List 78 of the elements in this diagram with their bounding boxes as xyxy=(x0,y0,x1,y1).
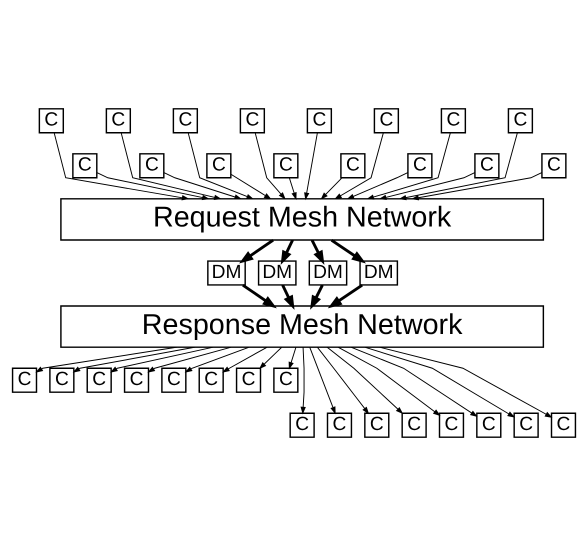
node-box: Request Mesh Network xyxy=(60,198,544,240)
arrow xyxy=(230,173,272,199)
arrow xyxy=(309,346,336,414)
arrow xyxy=(288,346,296,370)
arrow xyxy=(288,176,297,200)
node-box: C xyxy=(474,152,500,178)
arrow xyxy=(326,346,404,414)
arrow xyxy=(379,346,552,418)
arrow xyxy=(120,132,222,200)
arrow xyxy=(346,172,408,199)
arrow xyxy=(147,346,232,372)
node-box: C xyxy=(340,152,366,178)
node-box: C xyxy=(273,367,299,392)
node-box: C xyxy=(306,108,332,133)
node-box: DM xyxy=(359,260,398,286)
node-box: C xyxy=(440,108,466,133)
node-box: C xyxy=(407,152,433,178)
arrow xyxy=(54,132,190,200)
node-box: C xyxy=(38,108,64,133)
arrow xyxy=(366,132,451,200)
arrow xyxy=(96,172,210,200)
arrow xyxy=(300,346,306,414)
arrow xyxy=(280,239,294,264)
arrow xyxy=(281,284,295,310)
arrow xyxy=(304,132,318,200)
arrow xyxy=(239,238,274,263)
node-box: C xyxy=(374,108,400,133)
node-box: C xyxy=(139,152,165,178)
arrow xyxy=(184,346,250,372)
arrow xyxy=(242,284,277,308)
arrow xyxy=(110,346,214,372)
arrow xyxy=(320,176,342,200)
node-box: C xyxy=(476,412,502,438)
node-box: C xyxy=(236,367,262,392)
arrow xyxy=(35,346,178,372)
arrow xyxy=(378,172,476,200)
arrow xyxy=(222,346,268,372)
arrow xyxy=(398,132,518,200)
arrow xyxy=(72,346,196,372)
arrow xyxy=(258,346,282,369)
node-box: C xyxy=(513,412,539,438)
arrow xyxy=(328,283,363,308)
node-box: DM xyxy=(258,260,297,286)
node-box: C xyxy=(12,367,38,392)
node-box: C xyxy=(124,367,150,392)
node-box: C xyxy=(273,152,299,178)
arrow xyxy=(350,346,478,417)
arrow xyxy=(334,132,384,200)
node-box: C xyxy=(72,152,98,178)
node-box: C xyxy=(86,367,112,392)
node-box: C xyxy=(289,412,315,438)
arrow xyxy=(188,132,254,199)
node-box: C xyxy=(106,108,132,133)
node-box: C xyxy=(550,412,576,438)
node-box: C xyxy=(401,412,427,438)
arrow xyxy=(254,132,286,200)
node-box: C xyxy=(49,367,75,392)
arrow xyxy=(338,346,441,416)
arrow xyxy=(411,172,542,200)
node-box: DM xyxy=(207,260,246,286)
node-box: Response Mesh Network xyxy=(60,304,544,348)
node-box: C xyxy=(161,367,187,392)
node-box: C xyxy=(364,412,390,438)
node-box: C xyxy=(240,108,266,133)
node-box: C xyxy=(172,108,198,133)
arrow xyxy=(364,346,516,418)
arrow xyxy=(330,238,366,263)
arrow xyxy=(310,284,324,310)
node-box: C xyxy=(198,367,224,392)
node-box: C xyxy=(206,152,232,178)
node-box: C xyxy=(326,412,352,438)
node-box: C xyxy=(438,412,464,438)
arrow xyxy=(310,239,324,264)
arrow xyxy=(163,172,242,199)
arrow xyxy=(317,346,370,414)
node-box: C xyxy=(541,152,567,178)
node-box: DM xyxy=(308,260,348,286)
node-box: C xyxy=(508,108,534,133)
